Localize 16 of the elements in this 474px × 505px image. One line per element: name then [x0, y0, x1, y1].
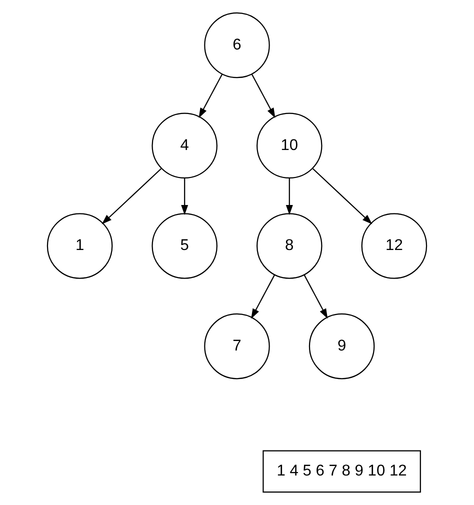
node-circle: 9 — [308, 313, 375, 380]
arrow — [286, 178, 293, 215]
arrow — [304, 274, 328, 319]
arrow — [312, 168, 372, 224]
node-circle: 5 — [152, 213, 218, 279]
node-box: 1 4 5 6 7 8 9 10 12 — [262, 450, 421, 493]
arrow — [102, 168, 162, 224]
arrow — [251, 74, 276, 118]
node-circle: 7 — [204, 313, 270, 380]
node-circle: 4 — [152, 112, 218, 179]
arrow — [198, 74, 223, 118]
node-circle: 10 — [256, 112, 322, 179]
node-circle: 6 — [204, 12, 270, 78]
arrow — [251, 274, 276, 319]
arrow — [181, 178, 188, 215]
node-circle: 8 — [256, 213, 322, 279]
